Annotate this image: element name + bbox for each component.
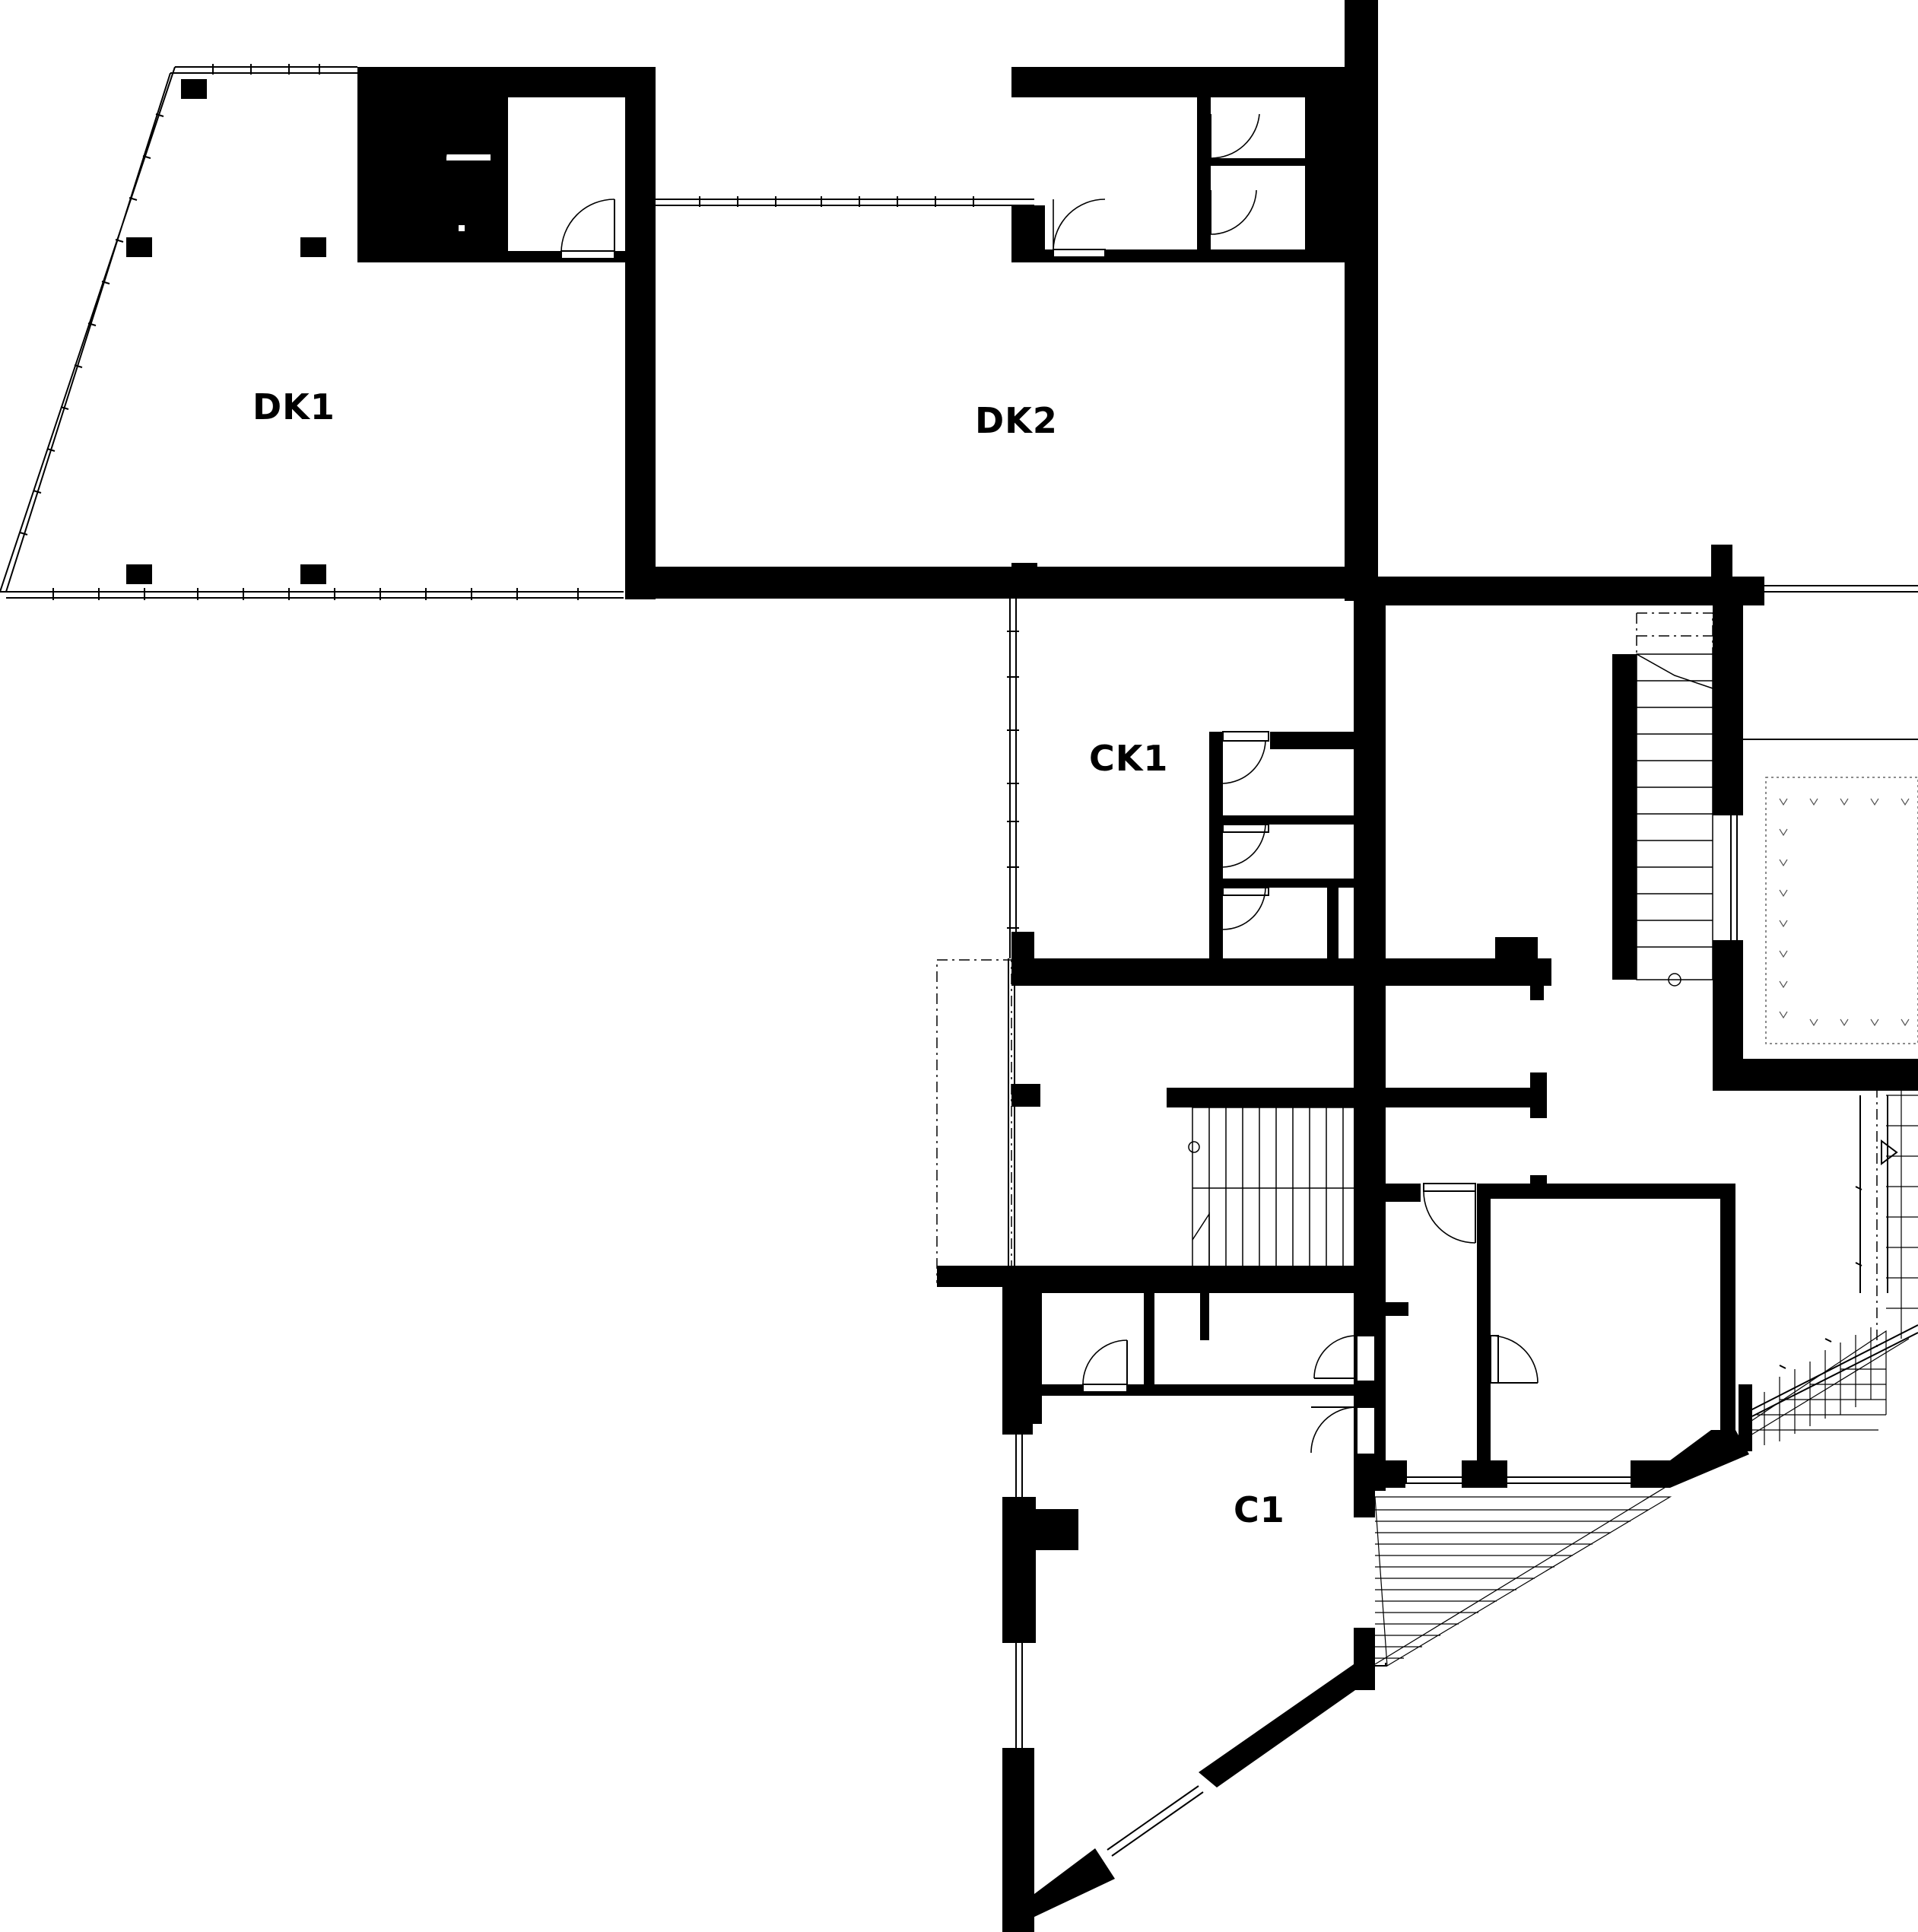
dk1-column <box>300 564 326 584</box>
east-stair <box>1612 605 1918 1091</box>
dk1-core-inner <box>374 97 380 232</box>
north-corridor-wall <box>1354 577 1764 605</box>
c1-wing <box>1002 1175 1910 1932</box>
ck1-stalls <box>1209 732 1354 960</box>
dk1-mullions <box>19 64 579 600</box>
ck1-glazing <box>1009 593 1017 958</box>
room-label-ck1: CK1 <box>1089 738 1168 779</box>
c1-south-wall <box>1002 1848 1115 1932</box>
dk1-wing <box>0 64 656 600</box>
dk2-glazing <box>656 199 1034 206</box>
dk2-wing <box>625 0 1378 601</box>
room-label-dk2: DK2 <box>975 400 1058 441</box>
dk2-mullions <box>699 196 974 207</box>
dk1-glazing <box>0 66 624 599</box>
room-label-c1: C1 <box>1234 1489 1285 1530</box>
dk1-doors <box>445 115 615 259</box>
ck1-wing <box>1007 545 1918 1491</box>
stair-south-wall <box>937 1266 1378 1287</box>
dk1-column <box>126 564 152 584</box>
mid-wall <box>1167 1088 1547 1107</box>
ck1-stall-doors <box>1222 731 1269 930</box>
ck1-mullions <box>1007 631 1019 929</box>
room-label-dk1: DK1 <box>252 386 335 427</box>
dk2-core-walls <box>1011 0 1378 601</box>
c1-west-wall <box>1002 1389 1033 1435</box>
dk1-column <box>300 237 326 257</box>
planter-terrace <box>1765 777 1918 1044</box>
north-glazing <box>1764 585 1918 593</box>
c1-south-wall-mid <box>1199 1628 1375 1787</box>
dk1-column <box>126 237 152 257</box>
ck1-south-wall <box>1011 958 1551 986</box>
dk1-column <box>181 79 207 99</box>
c1-east-wall <box>1631 1430 1749 1488</box>
dk1-core-walls <box>357 67 656 262</box>
c1-west-wall-mid <box>1002 1497 1078 1643</box>
c1-deck <box>1374 1496 1672 1667</box>
c1-doors <box>1310 1183 1539 1455</box>
central-stair <box>936 958 1378 1287</box>
east-terrace <box>1748 1064 1918 1445</box>
dk2-south-wall <box>625 567 1378 599</box>
dk2-doors <box>1053 113 1260 258</box>
dk1-dk2-partition <box>625 97 656 599</box>
c1-north-walls <box>1002 1287 1369 1424</box>
